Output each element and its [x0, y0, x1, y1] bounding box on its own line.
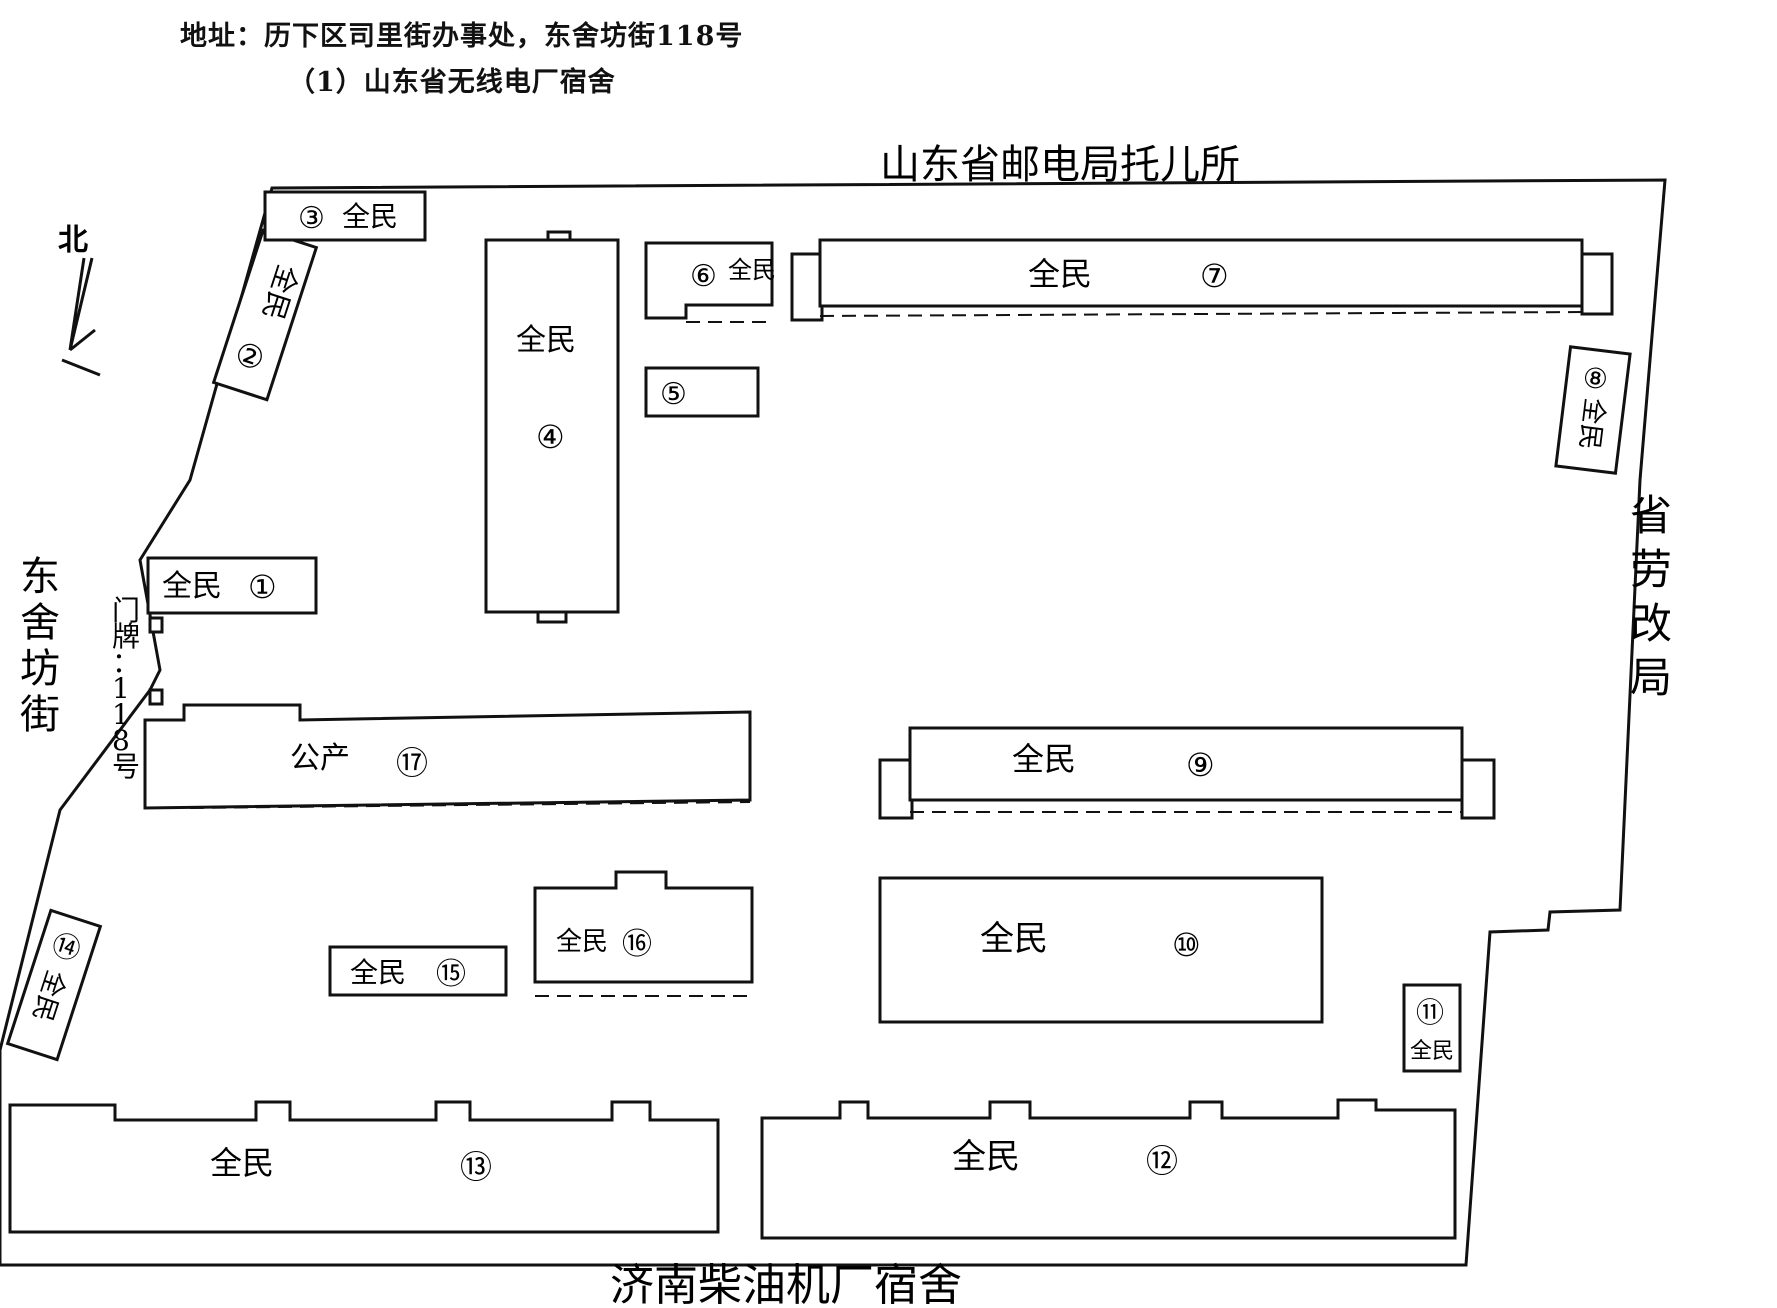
building-11: ⑪ 全民 — [1402, 983, 1462, 1073]
building-13: 全民 ⑬ — [8, 1100, 720, 1234]
building-9: 全民 ⑨ — [878, 726, 1496, 820]
building-3: ③ 全民 — [263, 190, 427, 242]
building-16: 全民 ⑯ — [533, 870, 754, 997]
neighbor-east: 省劳改局 — [1630, 491, 1672, 702]
building-8: ⑧ 全民 — [1554, 345, 1632, 475]
svg-text:⑤: ⑤ — [660, 377, 687, 412]
svg-text:⑫: ⑫ — [1146, 1142, 1178, 1180]
svg-text:④: ④ — [536, 418, 565, 456]
svg-text:全民: 全民 — [350, 956, 406, 989]
svg-text:门牌：118号: 门牌：118号 — [112, 594, 140, 783]
complex-title: （1）山东省无线电厂宿舍 — [288, 67, 616, 98]
svg-text:全民: 全民 — [1012, 740, 1076, 778]
svg-text:全民: 全民 — [556, 927, 608, 957]
compass-label: 北 — [58, 223, 88, 258]
svg-text:全民: 全民 — [952, 1137, 1020, 1177]
neighbor-west: 东舍坊街 — [20, 554, 60, 738]
svg-text:全民: 全民 — [728, 256, 776, 284]
svg-text:全民: 全民 — [162, 569, 222, 604]
building-12: 全民 ⑫ — [760, 1098, 1457, 1240]
svg-text:⑮: ⑮ — [436, 957, 466, 992]
gate-post — [148, 616, 164, 634]
north-arrow-icon — [61, 257, 101, 377]
svg-text:全民: 全民 — [516, 323, 576, 358]
svg-text:⑥: ⑥ — [690, 259, 717, 294]
svg-text:全民: 全民 — [1028, 255, 1092, 293]
svg-text:⑩: ⑩ — [1172, 926, 1201, 964]
building-14: ⑭ 全民 — [5, 908, 103, 1062]
building-6: ⑥ 全民 — [644, 241, 776, 323]
svg-text:省劳改局: 省劳改局 — [1630, 491, 1672, 702]
building-2: 全民 ② — [211, 228, 319, 402]
svg-text:①: ① — [248, 568, 277, 606]
svg-text:公产: 公产 — [290, 741, 350, 776]
svg-text:全民: 全民 — [980, 919, 1048, 959]
neighbor-south: 济南柴油机厂宿舍 — [610, 1260, 962, 1308]
svg-text:⑧: ⑧ — [1581, 361, 1610, 397]
svg-text:全民: 全民 — [1573, 396, 1609, 451]
svg-text:⑯: ⑯ — [622, 927, 652, 962]
gate-post — [148, 688, 164, 706]
svg-text:⑦: ⑦ — [1200, 257, 1229, 295]
svg-text:⑪: ⑪ — [1416, 996, 1444, 1029]
address-line: 地址：历下区司里街办事处，东舍坊街118号 — [180, 21, 744, 52]
building-17: 公产 ⑰ — [143, 703, 752, 810]
building-7: 全民 ⑦ — [790, 238, 1614, 322]
site-boundary — [0, 178, 1667, 1267]
svg-text:⑬: ⑬ — [460, 1148, 492, 1186]
svg-text:东舍坊街: 东舍坊街 — [20, 554, 60, 738]
building-1: 全民 ① — [146, 556, 318, 615]
svg-text:全民: 全民 — [1410, 1039, 1454, 1064]
svg-text:⑰: ⑰ — [396, 744, 428, 782]
svg-text:⑨: ⑨ — [1186, 746, 1215, 784]
building-4: 全民 ④ — [484, 230, 620, 624]
svg-text:③: ③ — [298, 201, 325, 236]
building-5: ⑤ — [644, 366, 760, 418]
svg-text:全民: 全民 — [210, 1144, 274, 1182]
svg-text:全民: 全民 — [342, 200, 398, 233]
neighbor-north: 山东省邮电局托儿所 — [880, 142, 1240, 188]
building-15: 全民 ⑮ — [328, 945, 508, 997]
building-10: 全民 ⑩ — [878, 876, 1324, 1024]
